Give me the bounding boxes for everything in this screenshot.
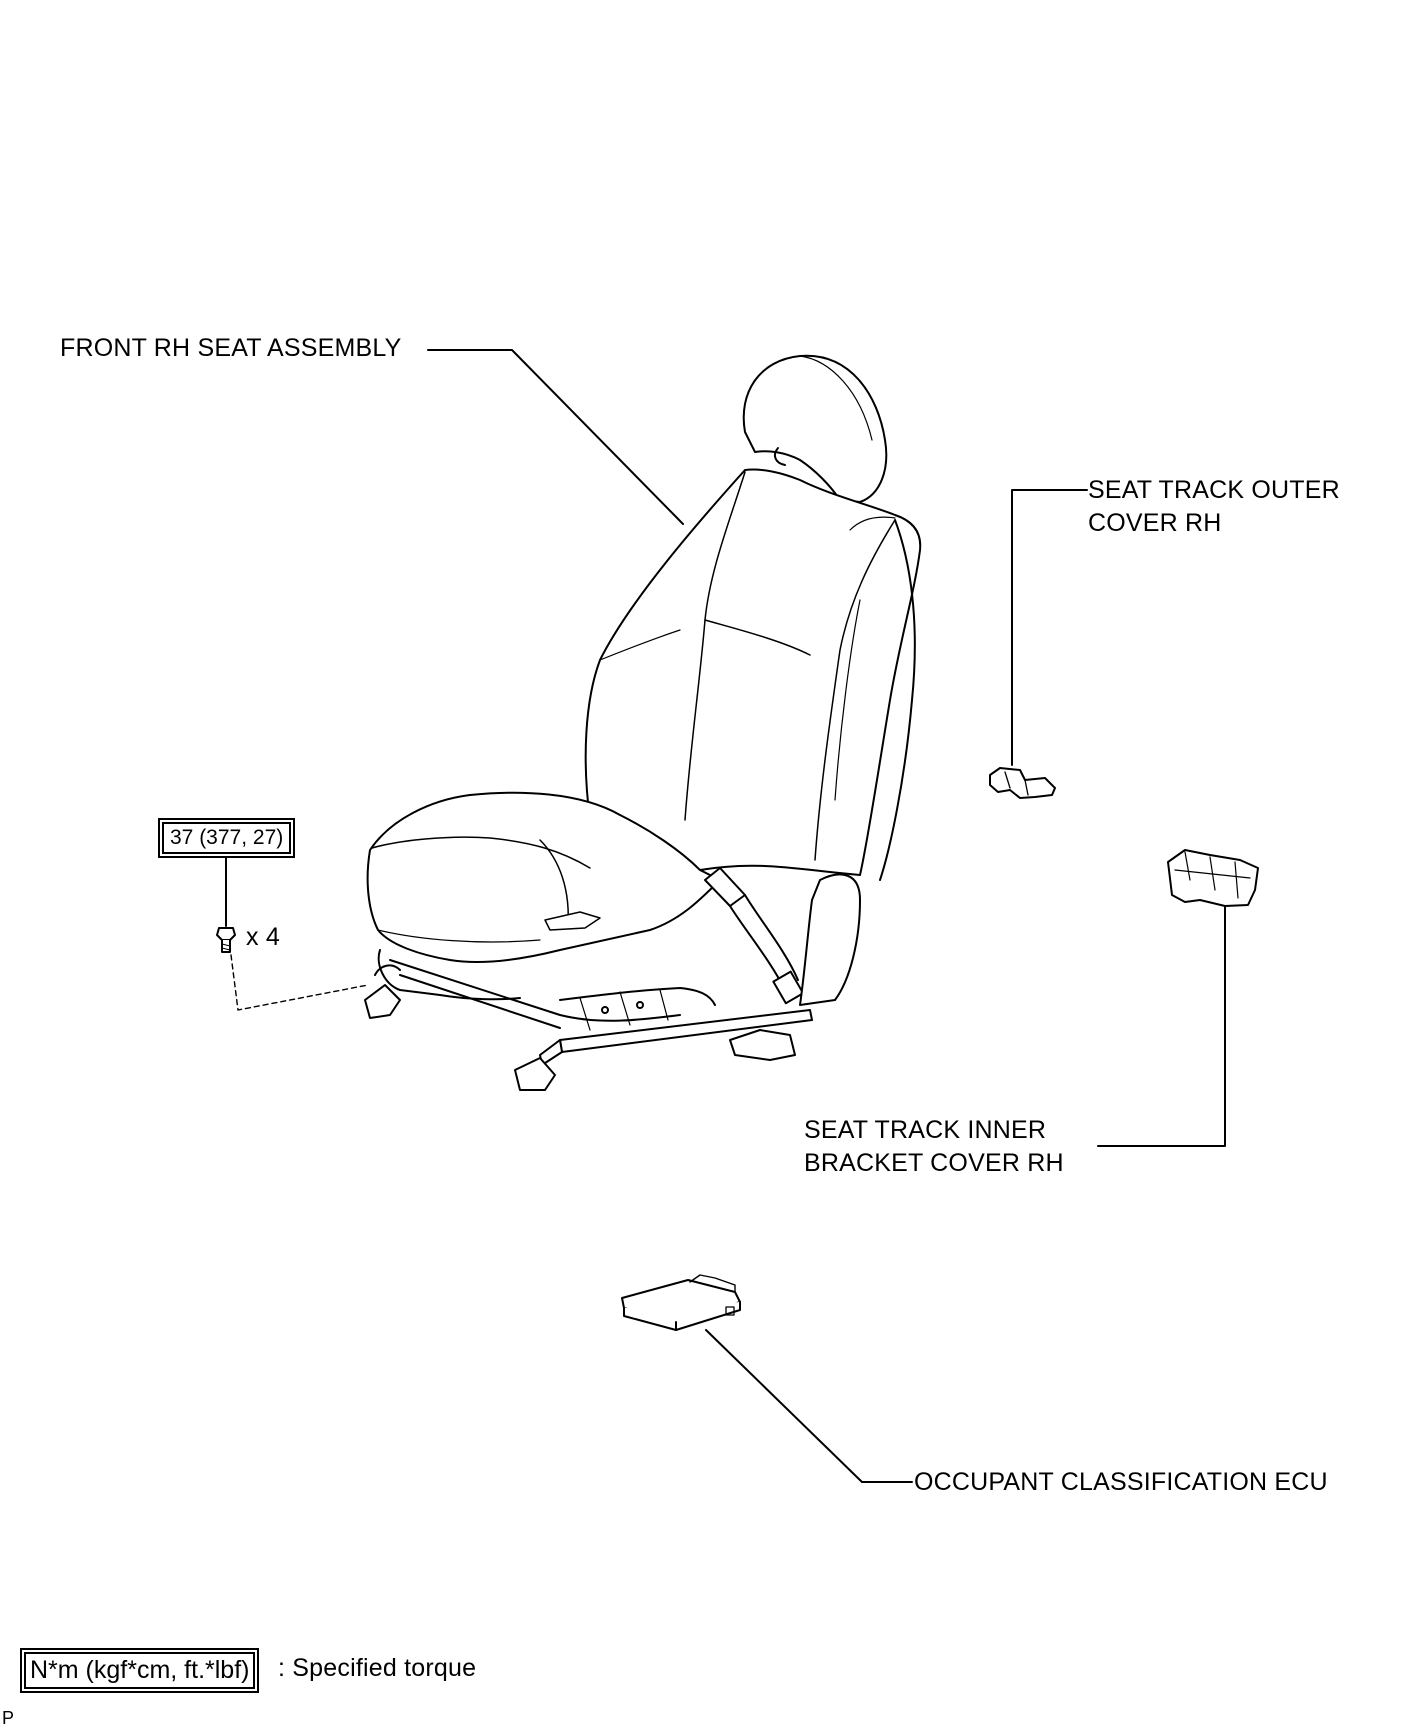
label-seat-track-inner-line2: BRACKET COVER RH — [804, 1149, 1064, 1177]
seat-assembly-drawing — [364, 354, 922, 1091]
leader-inner-cover — [1097, 905, 1226, 1147]
install-dashed-line — [230, 954, 369, 1011]
seat-track-inner-cover-drawing — [1167, 849, 1259, 907]
legend-torque-units: N*m (kgf*cm, ft.*lbf) — [24, 1652, 256, 1689]
torque-spec-box: 37 (377, 27) — [162, 822, 292, 854]
leader-ecu — [705, 1329, 913, 1483]
bolt-quantity: x 4 — [246, 923, 280, 951]
leader-seat-assembly — [427, 349, 684, 525]
label-seat-track-outer-line2: COVER RH — [1088, 509, 1222, 537]
bolt-icon — [216, 927, 236, 953]
legend-description: : Specified torque — [278, 1654, 477, 1682]
ecu-drawing — [621, 1274, 741, 1331]
label-seat-track-inner-line1: SEAT TRACK INNER — [804, 1116, 1047, 1144]
corner-code: P — [2, 1708, 15, 1728]
label-occupant-classification-ecu: OCCUPANT CLASSIFICATION ECU — [914, 1468, 1328, 1496]
leader-outer-cover — [1011, 489, 1088, 766]
label-seat-track-outer-line1: SEAT TRACK OUTER — [1088, 476, 1340, 504]
seat-track-outer-cover-drawing — [989, 767, 1056, 799]
label-front-rh-seat-assembly: FRONT RH SEAT ASSEMBLY — [60, 334, 402, 362]
